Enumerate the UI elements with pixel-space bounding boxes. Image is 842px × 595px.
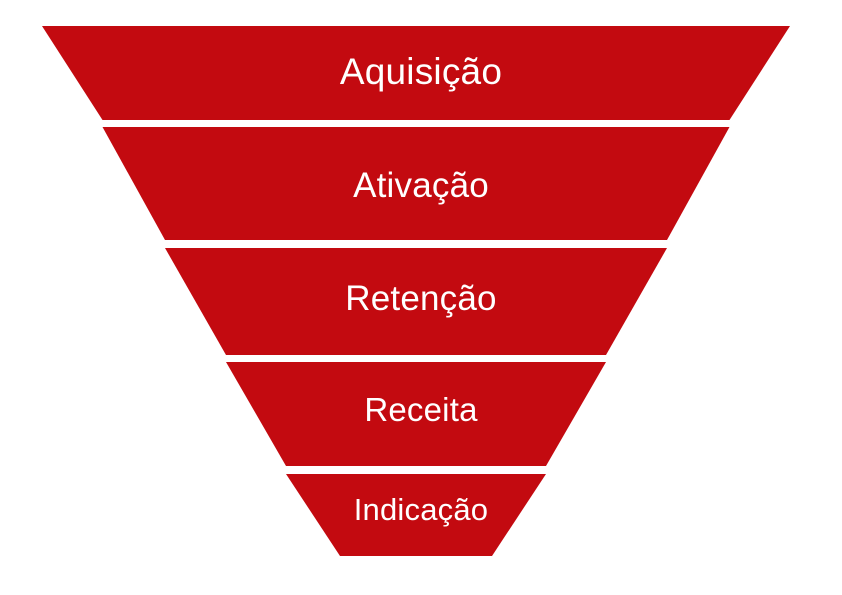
funnel-segment-5[interactable] [286, 474, 546, 556]
funnel-segment-2[interactable] [102, 127, 730, 240]
funnel-segment-label-5: Indicação [353, 492, 489, 527]
funnel-segment-4[interactable] [226, 362, 606, 466]
funnel-segment-label-2: Ativação [353, 166, 489, 205]
funnel-segment-1[interactable] [42, 26, 790, 120]
funnel-segment-label-3: Retenção [345, 279, 497, 318]
funnel-segment-3[interactable] [165, 248, 667, 355]
funnel-segment-label-1: Aquisição [339, 51, 503, 92]
funnel-segment-label-4: Receita [364, 391, 478, 428]
